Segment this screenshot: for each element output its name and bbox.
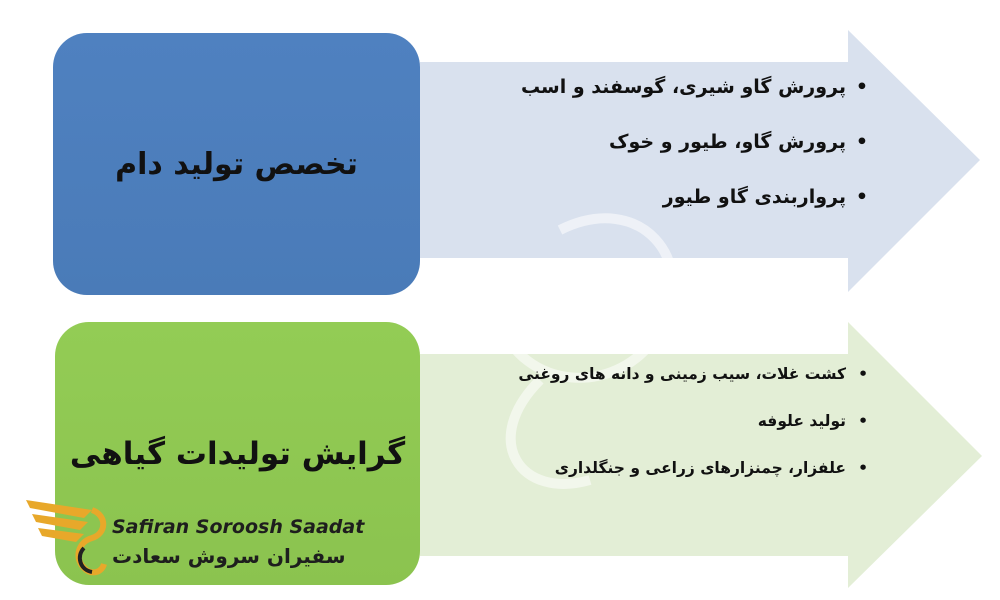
company-logo: Safiran Soroosh Saadat سفیران سروش سعادت bbox=[22, 488, 364, 588]
wing-logo-icon bbox=[26, 500, 107, 576]
list-item: پرواربندی گاو طیور bbox=[521, 180, 868, 235]
livestock-production-heading: تخصص تولید دام bbox=[115, 146, 358, 182]
logo-text-en: Safiran Soroosh Saadat bbox=[112, 516, 365, 538]
list-item: علفزار، چمنزارهای زراعی و جنگلداری bbox=[518, 452, 868, 499]
list-item: پرورش گاو شیری، گوسفند و اسب bbox=[521, 70, 868, 125]
plant-items-list: کشت غلات، سیب زمینی و دانه های روغنی تول… bbox=[518, 358, 868, 499]
plant-production-box: گرایش تولیدات گیاهی bbox=[55, 322, 420, 585]
list-item: کشت غلات، سیب زمینی و دانه های روغنی bbox=[518, 358, 868, 405]
list-item: پرورش گاو، طیور و خوک bbox=[521, 125, 868, 180]
list-item: تولید علوفه bbox=[518, 405, 868, 452]
livestock-production-box: تخصص تولید دام bbox=[53, 33, 420, 295]
plant-production-heading: گرایش تولیدات گیاهی bbox=[69, 435, 406, 472]
logo-text-fa: سفیران سروش سعادت bbox=[112, 544, 346, 568]
livestock-items-list: پرورش گاو شیری، گوسفند و اسب پرورش گاو، … bbox=[521, 70, 868, 235]
